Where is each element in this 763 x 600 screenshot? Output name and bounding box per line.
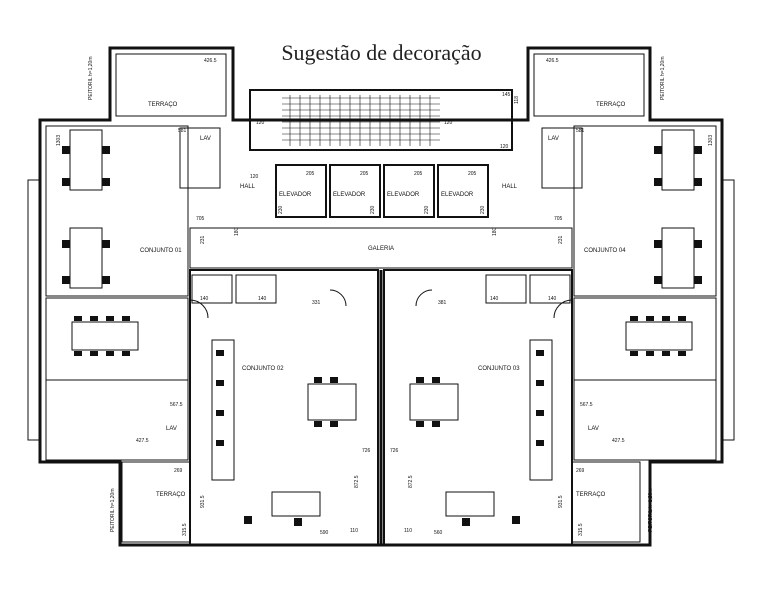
dim-140-4: 140: [548, 296, 557, 302]
table-c02: [307, 383, 357, 421]
dim-5675-l: 567.5: [170, 402, 183, 408]
dim-5675-r: 567.5: [580, 402, 593, 408]
dim-9315-l: 931.5: [200, 495, 206, 508]
label-peitoril-tr: PEITORIL h=1,20m: [660, 57, 666, 101]
dim-180-l: 180: [234, 227, 240, 236]
dim-230-3: 230: [424, 205, 430, 214]
room-left-meeting: [45, 297, 189, 381]
elevator-3: [383, 164, 435, 218]
label-lav-3: LAV: [166, 426, 177, 432]
label-peitoril-tl: PEITORIL h=1,20m: [88, 57, 94, 101]
elevator-2: [329, 164, 381, 218]
dim-110-r: 110: [404, 528, 412, 534]
label-conjunto-04: CONJUNTO 04: [584, 248, 626, 254]
dim-205-4: 205: [468, 171, 477, 177]
dim-705-r: 705: [554, 216, 563, 222]
dim-205-2: 205: [360, 171, 369, 177]
label-peitoril-bl: PEITORIL h=1,20m: [110, 489, 116, 533]
dim-705-l: 705: [196, 216, 205, 222]
terrace-bottom-left: [121, 461, 191, 543]
label-galeria: GALERIA: [368, 246, 394, 252]
dim-4265-r: 426.5: [546, 58, 559, 64]
label-elevador-3: ELEVADOR: [387, 192, 420, 198]
dim-4275-r: 427.5: [612, 438, 625, 444]
dim-381: 381: [438, 300, 447, 306]
dim-269-l: 269: [174, 468, 183, 474]
label-terraco-br: TERRAÇO: [576, 492, 606, 498]
dim-560: 560: [434, 530, 443, 536]
terrace-bottom-right: [571, 461, 641, 543]
dim-269-r: 269: [576, 468, 585, 474]
label-conjunto-03: CONJUNTO 03: [478, 366, 520, 372]
dim-331: 331: [312, 300, 321, 306]
dim-8725-l: 872.5: [354, 475, 360, 488]
dim-8725-r: 872.5: [408, 475, 414, 488]
dim-140-3: 140: [490, 296, 499, 302]
table-right: [625, 321, 693, 351]
dim-120-2: 120: [444, 120, 453, 126]
room-left-office: [45, 379, 189, 461]
terrace-top-right: [533, 53, 645, 117]
dim-726-r: 726: [390, 448, 399, 454]
label-terraco-tr: TERRAÇO: [596, 102, 626, 108]
outer-wall: [38, 46, 724, 547]
dim-231-r: 231: [558, 235, 564, 244]
table-c03: [409, 383, 459, 421]
label-hall-left: HALL: [240, 184, 256, 190]
dim-140-1: 140: [200, 296, 209, 302]
dim-118: 118: [514, 96, 520, 104]
dim-4275-l: 427.5: [136, 438, 149, 444]
label-conjunto-01: CONJUNTO 01: [140, 248, 182, 254]
dim-230-4: 230: [480, 205, 486, 214]
label-lav-4: LAV: [588, 426, 599, 432]
galeria: [189, 227, 573, 269]
conjunto-04: [573, 125, 717, 297]
label-peitoril-br: PEITORIL h=1,20m: [648, 489, 654, 533]
room-right-meeting: [573, 297, 717, 381]
dim-3155-l: 315.5: [182, 523, 188, 536]
label-elevador-2: ELEVADOR: [333, 192, 366, 198]
dim-4265-l: 426.5: [204, 58, 217, 64]
dim-145: 145: [502, 92, 511, 98]
elevator-1: [275, 164, 327, 218]
dim-230-2: 230: [370, 205, 376, 214]
label-elevador-1: ELEVADOR: [279, 192, 312, 198]
dim-1303-r: 1303: [708, 135, 714, 146]
conjunto-02: [189, 269, 379, 546]
dim-581-r: 581: [576, 128, 585, 134]
label-lav-2: LAV: [548, 136, 559, 142]
label-hall-right: HALL: [502, 184, 518, 190]
label-elevador-4: ELEVADOR: [441, 192, 474, 198]
dim-1303-l: 1303: [56, 135, 62, 146]
dim-726-l: 726: [362, 448, 371, 454]
dim-590: 590: [320, 530, 329, 536]
label-terraco-tl: TERRAÇO: [148, 102, 178, 108]
dim-120-3: 120: [250, 174, 259, 180]
dim-581-l: 581: [178, 128, 187, 134]
terrace-top-left: [115, 53, 227, 117]
dim-120-1: 120: [256, 120, 265, 126]
dim-205-3: 205: [414, 171, 423, 177]
conjunto-03: [383, 269, 573, 546]
dim-205-1: 205: [306, 171, 315, 177]
label-lav-1: LAV: [200, 136, 211, 142]
dim-110-l: 110: [350, 528, 358, 534]
dim-230-1: 230: [278, 205, 284, 214]
dim-180-r: 180: [492, 227, 498, 236]
dim-3155-r: 315.5: [578, 523, 584, 536]
label-conjunto-02: CONJUNTO 02: [242, 366, 284, 372]
stair-core: [249, 89, 513, 151]
table-left: [71, 321, 139, 351]
elevator-4: [437, 164, 489, 218]
conjunto-01: [45, 125, 189, 297]
dim-9315-r: 931.5: [558, 495, 564, 508]
room-right-office: [573, 379, 717, 461]
dim-120-4: 120: [500, 144, 509, 150]
page-title: Sugestão de decoração: [281, 40, 482, 65]
dim-231-l: 231: [200, 235, 206, 244]
dim-140-2: 140: [258, 296, 267, 302]
label-terraco-bl: TERRAÇO: [156, 492, 186, 498]
